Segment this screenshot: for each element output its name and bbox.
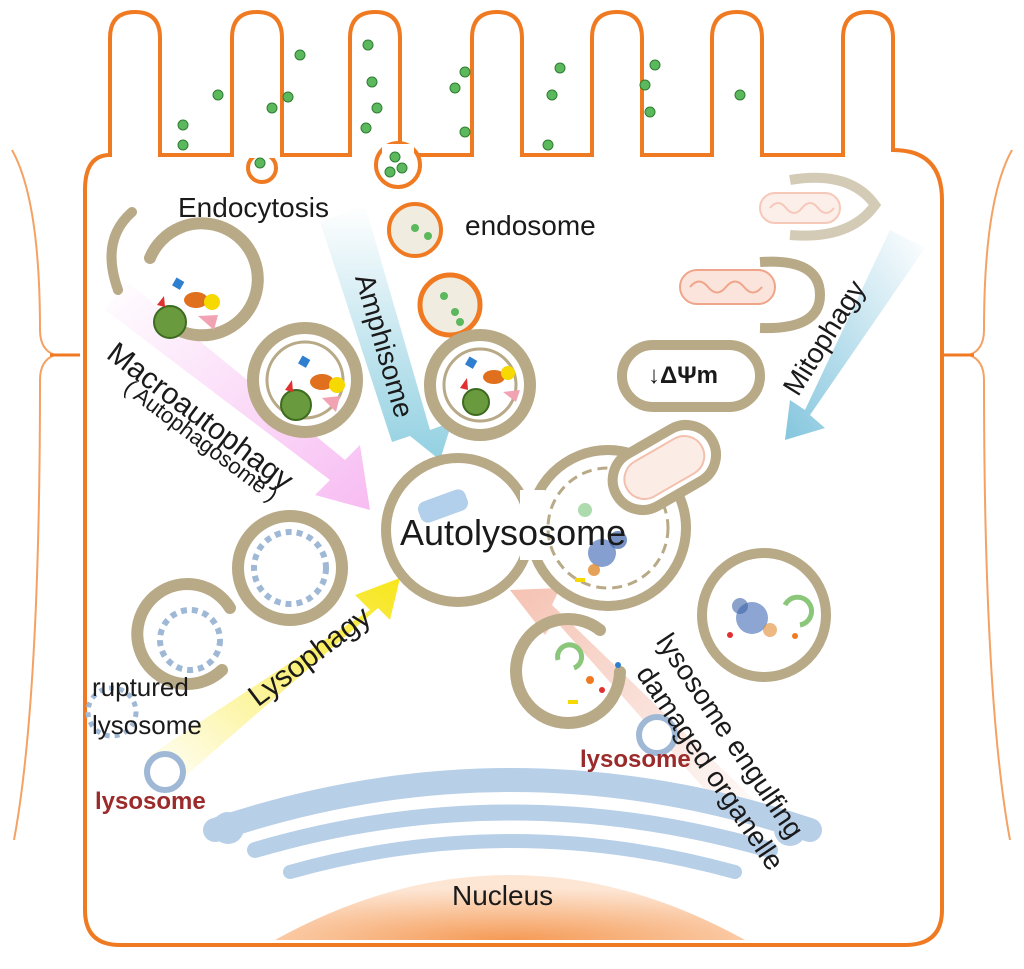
depolarized-mitochondrion xyxy=(617,340,765,412)
degraded-cargo xyxy=(417,489,627,582)
ruptured-lysosome-engulfed xyxy=(232,510,348,626)
label-endosome: endosome xyxy=(465,210,596,241)
endosome xyxy=(387,202,443,258)
lysosome-right-vesicle xyxy=(636,714,678,756)
mitophagy-arrow xyxy=(785,230,925,440)
lysosome-engulfing xyxy=(510,613,626,729)
label-delta-psi: ↓ΔΨm xyxy=(648,362,719,389)
mitochondrion-middle xyxy=(679,256,826,334)
endoplasmic-reticulum xyxy=(203,768,822,879)
amphisome-arrow xyxy=(320,205,452,460)
autolysosome xyxy=(381,420,721,611)
label-endocytosis: Endocytosis xyxy=(178,192,329,223)
amphisome xyxy=(424,329,536,441)
autophagosome-left xyxy=(247,322,363,438)
phagophore-with-cargo xyxy=(144,217,264,342)
neighbor-cell-left xyxy=(11,149,59,841)
mitochondrion-top xyxy=(759,172,882,241)
engulfing-arrow xyxy=(510,588,770,835)
label-ruptured: ruptured xyxy=(92,672,189,702)
neighbor-cell-right xyxy=(965,149,1013,841)
label-ruptured-lysosome: lysosome xyxy=(92,710,202,740)
lysosome-left-vesicle xyxy=(144,751,186,793)
lysosome-degrading xyxy=(697,548,831,682)
lysophagy-arrow xyxy=(150,578,400,785)
phagophore-crescent xyxy=(106,207,137,295)
nucleus xyxy=(275,875,745,940)
ruptured-lysosome xyxy=(85,685,139,739)
label-nucleus: Nucleus xyxy=(452,880,554,911)
extracellular-cargo xyxy=(177,39,746,178)
phagophore-lysophagy xyxy=(131,578,236,690)
endosome-fusing xyxy=(417,272,483,338)
label-lysosome-left: lysosome xyxy=(95,788,206,815)
label-autolysosome: Autolysosome xyxy=(400,512,627,553)
cell-membrane xyxy=(83,9,944,947)
label-lysosome-right: lysosome xyxy=(580,746,691,773)
